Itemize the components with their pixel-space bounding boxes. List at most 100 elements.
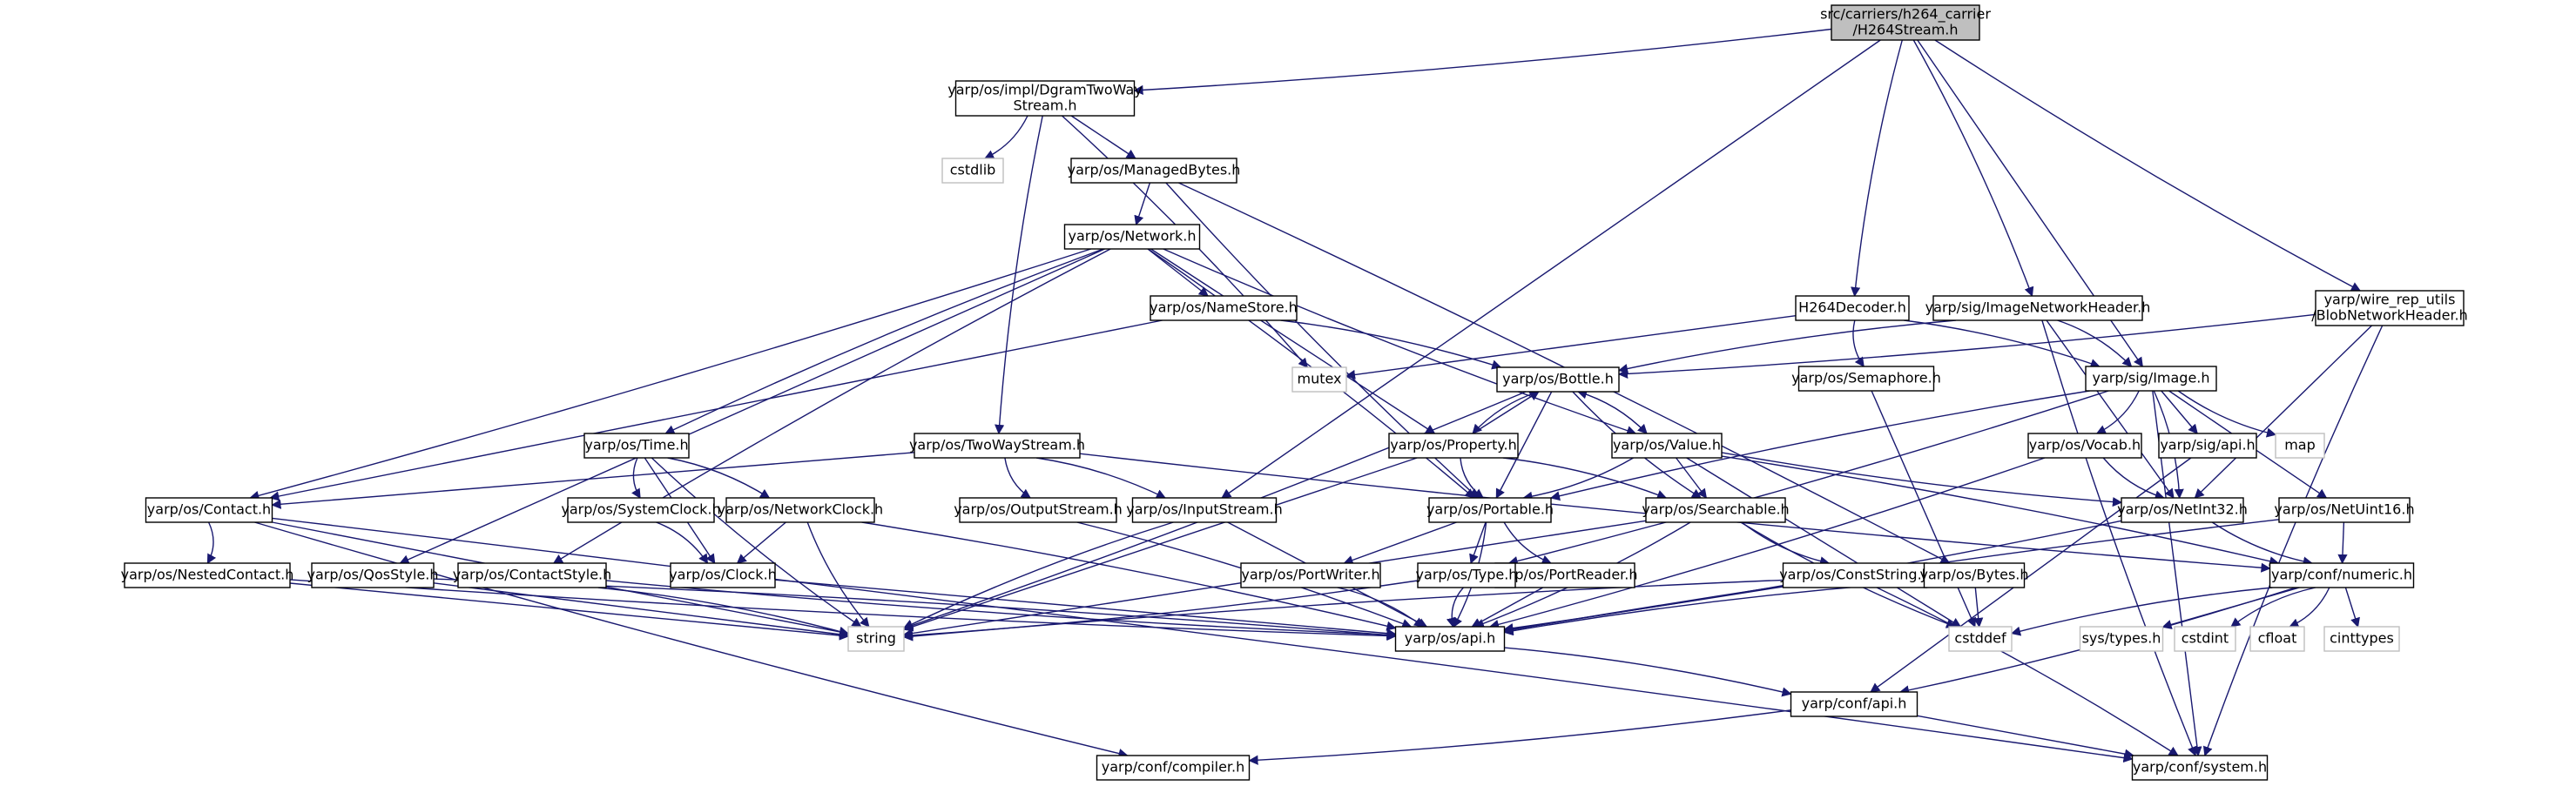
node-inputstream[interactable]: yarp/os/InputStream.h [1126,497,1283,523]
node-bottle[interactable]: yarp/os/Bottle.h [1496,366,1620,393]
node-box [1923,562,2026,588]
node-system[interactable]: yarp/conf/system.h [2131,755,2269,781]
node-networkclock[interactable]: yarp/os/NetworkClock.h [718,497,883,523]
edge-nestedcontact-to-string [289,582,850,641]
node-box [1096,755,1251,781]
node-searchable[interactable]: yarp/os/Searchable.h [1642,497,1790,523]
node-label: yarp/os/NetworkClock.h [718,501,883,518]
edge-systemclock-to-clock [656,521,709,564]
node-portable[interactable]: yarp/os/Portable.h [1426,497,1554,523]
edge-time-to-string [651,457,862,628]
node-netuint16[interactable]: yarp/os/NetUint16.h [2274,497,2415,523]
node-label: yarp/conf/numeric.h [2271,567,2412,583]
node-time[interactable]: yarp/os/Time.h [583,433,690,459]
edge-dgram-to-managedbytes [1070,115,1136,159]
edge-vocab-to-netint32 [2102,457,2165,500]
edge-bottle-to-value [1577,391,1648,434]
node-h264decoder[interactable]: H264Decoder.h [1795,295,1910,321]
node-box [457,562,607,588]
node-network[interactable]: yarp/os/Network.h [1063,224,1201,250]
node-nestedcontact[interactable]: yarp/os/NestedContact.h [121,562,294,588]
node-bytes[interactable]: yarp/os/Bytes.h [1919,562,2029,588]
edge-confapi-to-compiler [1248,709,1791,765]
node-box [1795,295,1910,321]
node-portwriter[interactable]: yarp/os/PortWriter.h [1240,562,1381,588]
node-type[interactable]: yarp/os/Type.h [1416,562,1518,588]
node-map: map [2275,433,2325,459]
node-value[interactable]: yarp/os/Value.h [1611,433,1723,459]
node-box [1394,626,1506,652]
edge-portwriter-to-osapi [1337,587,1425,628]
node-mutex: mutex [1291,366,1347,393]
edge-contact-to-compiler [254,521,1129,759]
node-systypes: sys/types.h [2079,626,2164,652]
edge-inputstream-to-string [902,521,1174,629]
node-label: sys/types.h [2082,630,2161,647]
node-box [567,497,715,523]
node-box [1645,497,1786,523]
node-label: yarp/wire_rep_utils [2324,292,2456,309]
node-outputstream[interactable]: yarp/os/OutputStream.h [954,497,1123,523]
node-box [847,626,905,652]
node-label: yarp/os/NameStore.h [1150,299,1298,316]
edge-blobheader-to-netint32 [2194,325,2372,499]
node-box [2121,497,2244,523]
edge-nestedcontact-to-osapi [289,579,1397,642]
node-label: /BlobNetworkHeader.h [2311,307,2468,324]
node-confapi[interactable]: yarp/conf/api.h [1790,691,1919,717]
edge-root-to-blobheader [1934,39,2362,292]
node-label: yarp/os/Bottle.h [1502,371,1614,387]
node-box [2174,626,2236,652]
node-image[interactable]: yarp/sig/Image.h [2085,366,2217,392]
edge-value-to-searchable [1676,457,1708,499]
edge-semaphore-to-cstddef [1871,390,1976,628]
edge-root-to-h264decoder [1851,39,1903,298]
node-label: yarp/os/NetUint16.h [2274,501,2414,518]
node-systemclock[interactable]: yarp/os/SystemClock.h [561,497,721,523]
edge-contact-to-system [272,517,2134,763]
node-sigapi[interactable]: yarp/sig/api.h [2158,433,2257,459]
edge-numeric-to-systypes [2161,587,2300,629]
node-namestore[interactable]: yarp/os/NameStore.h [1150,295,1298,321]
edge-qosstyle-to-string [433,582,850,640]
node-conststring[interactable]: yarp/os/ConstString.h [1779,562,1931,588]
node-managedbytes[interactable]: yarp/os/ManagedBytes.h [1068,158,1241,184]
node-numeric[interactable]: yarp/conf/numeric.h [2269,562,2415,588]
node-imagenetheader[interactable]: yarp/sig/ImageNetworkHeader.h [1925,295,2151,321]
edge-namestore-to-contact [269,319,1163,501]
edge-networkclock-to-string [806,521,870,628]
node-compiler[interactable]: yarp/conf/compiler.h [1096,755,1251,781]
node-blobheader[interactable]: yarp/wire_rep_utils/BlobNetworkHeader.h [2311,290,2468,326]
node-label: yarp/os/Portable.h [1426,501,1554,518]
node-box [2249,626,2305,652]
edge-blobheader-to-system [2202,325,2384,757]
node-box [914,433,1081,459]
edge-contactstyle-to-osapi [605,580,1397,640]
node-twowaystream[interactable]: yarp/os/TwoWayStream.h [909,433,1085,459]
node-vocab[interactable]: yarp/os/Vocab.h [2027,433,2142,459]
node-semaphore[interactable]: yarp/os/Semaphore.h [1791,366,1941,392]
node-label: yarp/os/Clock.h [669,567,777,583]
edge-conststring-to-string [902,579,1784,642]
node-label: yarp/os/Semaphore.h [1791,370,1941,386]
node-property[interactable]: yarp/os/Property.h [1388,433,1519,459]
node-contactstyle[interactable]: yarp/os/ContactStyle.h [453,562,612,588]
edge-value-to-portable [1522,457,1634,501]
node-contact[interactable]: yarp/os/Contact.h [145,497,273,523]
edge-h264decoder-to-semaphore [1852,319,1865,367]
node-osapi[interactable]: yarp/os/api.h [1394,626,1506,652]
edge-root-to-imagenetheader [1912,39,2034,298]
node-box [1291,366,1347,393]
edge-time-to-systemclock [631,457,641,499]
edge-networkclock-to-osapi [861,521,1397,631]
edge-image-to-type [1507,390,2109,566]
node-clock[interactable]: yarp/os/Clock.h [669,562,777,588]
node-netint32[interactable]: yarp/os/NetInt32.h [2117,497,2248,523]
node-box [2027,433,2142,459]
node-qosstyle[interactable]: yarp/os/QosStyle.h [307,562,439,588]
node-string: string [847,626,905,652]
edge-osapi-to-confapi [1504,647,1792,697]
edge-contact-to-nestedcontact [206,521,217,564]
edge-h264decoder-to-image [1904,319,2101,368]
